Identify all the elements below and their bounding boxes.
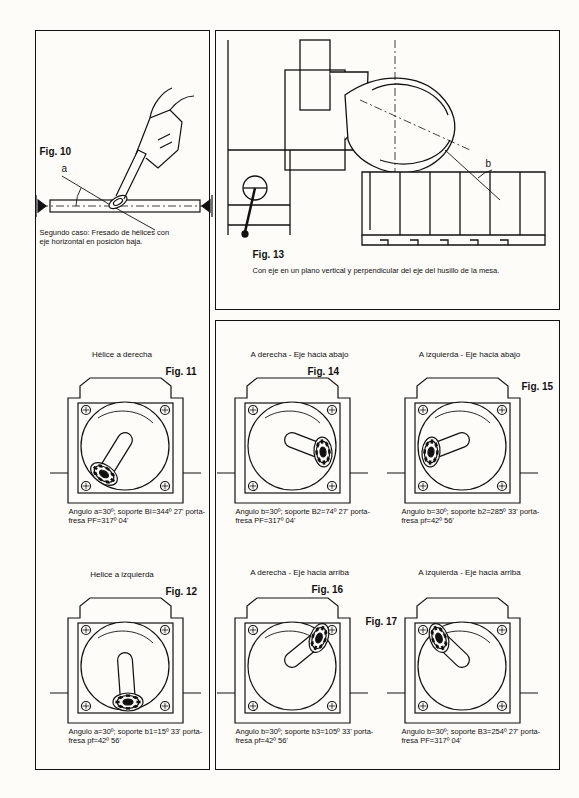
angle-note: Angulo b=30º; soporte b3=105º 33' porta-… <box>236 727 386 745</box>
fig13-machine <box>228 40 545 245</box>
figure-number: Fig. 16 <box>312 584 352 596</box>
figure-number: Fig. 14 <box>308 366 348 378</box>
figure-caption: A izquierda - Eje hacia abajo <box>395 350 545 360</box>
figure-caption: A derecha - Eje hacia arriba <box>225 568 375 578</box>
figure-caption: Helice a izquierda <box>60 570 185 580</box>
figure-caption: a <box>62 163 74 175</box>
figure-caption: A derecha - Eje hacia abajo <box>225 350 375 360</box>
figure-number: Fig. 15 <box>522 381 558 393</box>
figure-number: Fig. 12 <box>166 586 206 598</box>
figure-number: Fig. 17 <box>366 616 404 628</box>
dividing-head <box>387 378 538 503</box>
figure-panel: A derecha - Eje hacia abajoFig. 14 Angulo… <box>215 320 560 770</box>
dividing-head <box>50 598 201 723</box>
figure-caption: Hélice a derecha <box>60 350 185 360</box>
figure-caption: b <box>486 158 498 170</box>
figure-number: Fig. 11 <box>166 366 206 378</box>
figure-panel: bFig. 13 Con eje en un plano vertical y p… <box>215 30 560 310</box>
angle-note: Angulo b=30º; soporte b2=285º 33' porta-… <box>402 507 552 525</box>
angle-note: Angulo b=30º; soporte B2=74º 27' porta-f… <box>236 507 386 525</box>
fig10-drawing <box>36 88 212 230</box>
dividing-head <box>217 598 368 723</box>
angle-note: Angulo a=30º; soporte BI=344º 27' porta-… <box>69 507 207 525</box>
dividing-head <box>217 378 368 503</box>
dividing-head <box>50 378 201 503</box>
figure-number: Fig. 13 <box>253 249 303 261</box>
figure-panel: Fig. 10 aSegundo caso: Fresado de hélices… <box>35 30 210 770</box>
angle-note: Angulo a=30º; soporte b1=15º 33' porta-f… <box>69 727 207 745</box>
angle-note: Angulo b=30º; soporte B3=254º 27' porta-… <box>402 727 552 745</box>
angle-note: Con eje en un plano vertical y perpendic… <box>253 266 553 275</box>
figure-caption: A izquierda - Eje hacia arriba <box>395 568 545 578</box>
dividing-head <box>387 598 538 723</box>
angle-note: Segundo caso: Fresado de hélices con eje… <box>40 228 180 246</box>
figure-number: Fig. 10 <box>40 146 90 158</box>
